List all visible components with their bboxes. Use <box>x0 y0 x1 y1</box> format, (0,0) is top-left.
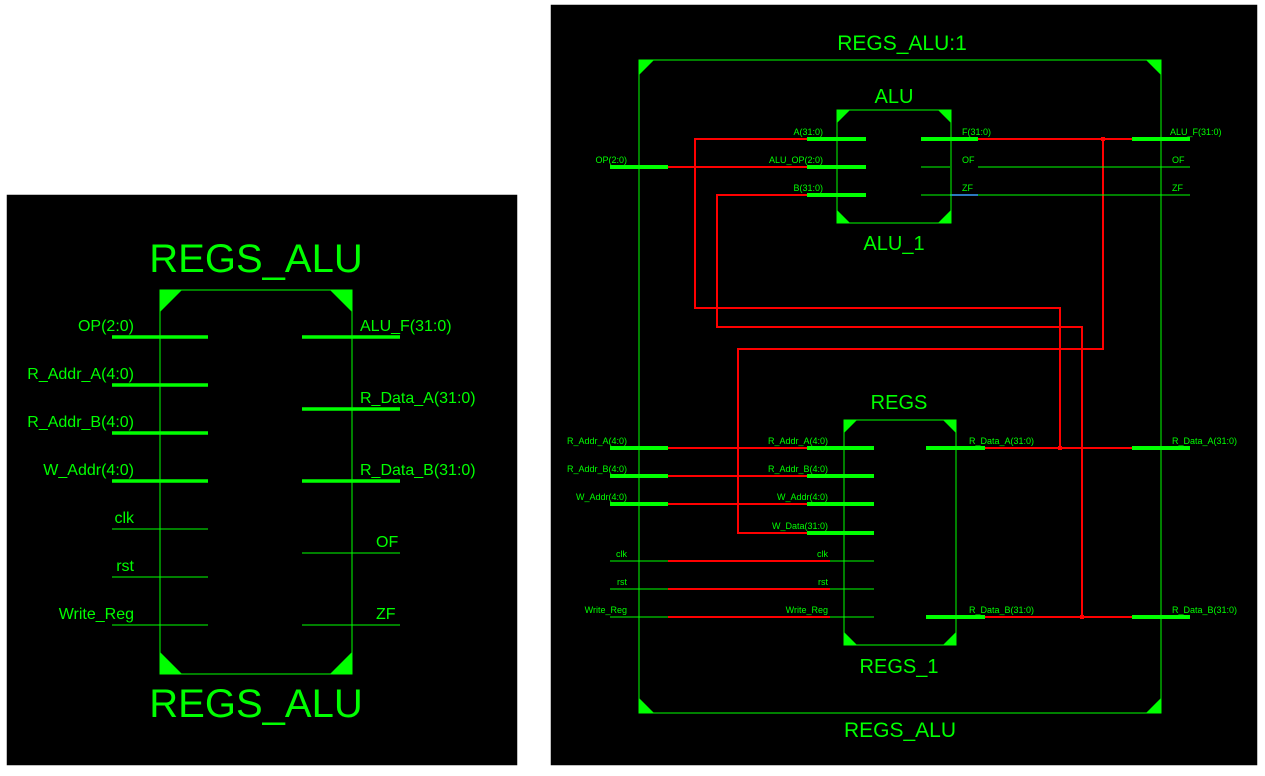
alu-pin-alu-op: ALU_OP(2:0) <box>769 155 823 165</box>
pin-label-write-reg: Write_Reg <box>59 606 134 623</box>
corner-marker <box>938 210 951 223</box>
junction-dot <box>1101 137 1105 141</box>
corner-marker <box>639 60 654 75</box>
regs-type-label: REGS <box>871 392 928 414</box>
regs-alu-boundary <box>638 59 1162 714</box>
pin-label-r-data-a: R_Data_A(31:0) <box>360 390 476 407</box>
regs-pin-clk: clk <box>817 549 828 559</box>
pin-label-rst: rst <box>116 558 134 575</box>
right-panel-frame <box>549 3 1259 767</box>
regs-pin-r-data-a: R_Data_A(31:0) <box>969 436 1034 446</box>
top-output-ports: ALU_F(31:0) OF ZF R_Data_A(31:0) R_Data_… <box>1132 127 1237 619</box>
corner-marker <box>837 210 850 223</box>
port-label-op: OP(2:0) <box>595 155 627 165</box>
regs-pin-r-addr-b: R_Addr_B(4:0) <box>768 464 828 474</box>
corner-marker <box>844 420 857 433</box>
top-input-ports: OP(2:0) R_Addr_A(4:0) R_Addr_B(4:0) W_Ad… <box>567 155 668 618</box>
port-label-alu-f: ALU_F(31:0) <box>1170 127 1222 137</box>
port-label-rst: rst <box>617 577 627 587</box>
port-label-r-addr-a: R_Addr_A(4:0) <box>567 436 627 446</box>
regs-pin-w-data: W_Data(31:0) <box>772 521 828 531</box>
regs-pin-r-addr-a: R_Addr_A(4:0) <box>768 436 828 446</box>
corner-marker <box>837 110 850 123</box>
corner-marker <box>1146 698 1161 713</box>
pin-label-of: OF <box>376 534 398 551</box>
regs-pin-r-data-b: R_Data_B(31:0) <box>969 605 1034 615</box>
net-wires <box>626 138 1132 618</box>
pin-label-op: OP(2:0) <box>78 318 134 335</box>
port-label-of: OF <box>1172 155 1185 165</box>
pin-label-r-addr-b: R_Addr_B(4:0) <box>27 414 134 431</box>
corner-marker <box>938 110 951 123</box>
port-label-write-reg: Write_Reg <box>585 605 627 615</box>
alu-pin-zf: ZF <box>962 183 973 193</box>
pin-label-r-data-b: R_Data_B(31:0) <box>360 462 476 479</box>
regs-pin-rst: rst <box>818 577 828 587</box>
pin-label-alu-f: ALU_F(31:0) <box>360 318 452 335</box>
port-label-r-data-a: R_Data_A(31:0) <box>1172 436 1237 446</box>
net-junctions <box>1058 137 1105 619</box>
junction-dot <box>1058 446 1062 450</box>
pin-label-w-addr: W_Addr(4:0) <box>43 462 134 479</box>
left-input-pins: OP(2:0) R_Addr_A(4:0) R_Addr_B(4:0) W_Ad… <box>27 318 208 626</box>
port-label-r-data-b: R_Data_B(31:0) <box>1172 605 1237 615</box>
left-title-bottom: REGS_ALU <box>149 682 362 726</box>
corner-marker <box>330 290 352 312</box>
regs-pin-w-addr: W_Addr(4:0) <box>777 492 828 502</box>
corner-marker <box>160 652 182 674</box>
right-panel: REGS_ALU:1 REGS_ALU <box>549 3 1259 767</box>
port-label-r-addr-b: R_Addr_B(4:0) <box>567 464 627 474</box>
corner-marker <box>844 632 857 645</box>
regs-instance-label: REGS_1 <box>860 656 939 678</box>
left-title-top: REGS_ALU <box>149 237 362 281</box>
corner-marker <box>943 420 956 433</box>
left-panel-frame <box>5 193 519 767</box>
port-label-w-addr: W_Addr(4:0) <box>576 492 627 502</box>
corner-marker <box>943 632 956 645</box>
pin-label-zf: ZF <box>376 606 396 623</box>
alu-type-label: ALU <box>875 86 914 108</box>
junction-dot <box>1080 615 1084 619</box>
boundary-body <box>638 59 1162 714</box>
left-panel: REGS_ALU REGS_ALU OP(2:0) R_Addr_A(4:0) … <box>5 193 519 767</box>
corner-marker <box>639 698 654 713</box>
corner-marker <box>1146 60 1161 75</box>
port-label-clk: clk <box>616 549 627 559</box>
net-b-feedback[interactable] <box>716 194 1083 617</box>
port-label-zf: ZF <box>1172 183 1183 193</box>
alu-block[interactable]: ALU ALU_1 A(31:0) ALU_OP(2:0) B(31:0) F(… <box>769 86 991 255</box>
regs-pin-write-reg: Write_Reg <box>786 605 828 615</box>
alu-pin-b: B(31:0) <box>793 183 823 193</box>
pin-label-clk: clk <box>114 510 135 527</box>
pin-label-r-addr-a: R_Addr_A(4:0) <box>27 366 134 383</box>
net-a-feedback[interactable] <box>694 138 1061 448</box>
net-w-data[interactable] <box>737 139 1104 534</box>
left-output-pins: ALU_F(31:0) R_Data_A(31:0) R_Data_B(31:0… <box>302 318 476 626</box>
regs-block[interactable]: REGS REGS_1 R_Addr_A(4:0) R_Addr_B(4:0) … <box>768 392 1034 678</box>
alu-pin-a: A(31:0) <box>793 127 823 137</box>
corner-marker <box>160 290 182 312</box>
corner-marker <box>330 652 352 674</box>
module-label: REGS_ALU <box>844 719 956 742</box>
instance-title: REGS_ALU:1 <box>837 32 967 55</box>
alu-pin-of: OF <box>962 155 975 165</box>
alu-instance-label: ALU_1 <box>863 233 924 255</box>
alu-pin-f: F(31:0) <box>962 127 991 137</box>
